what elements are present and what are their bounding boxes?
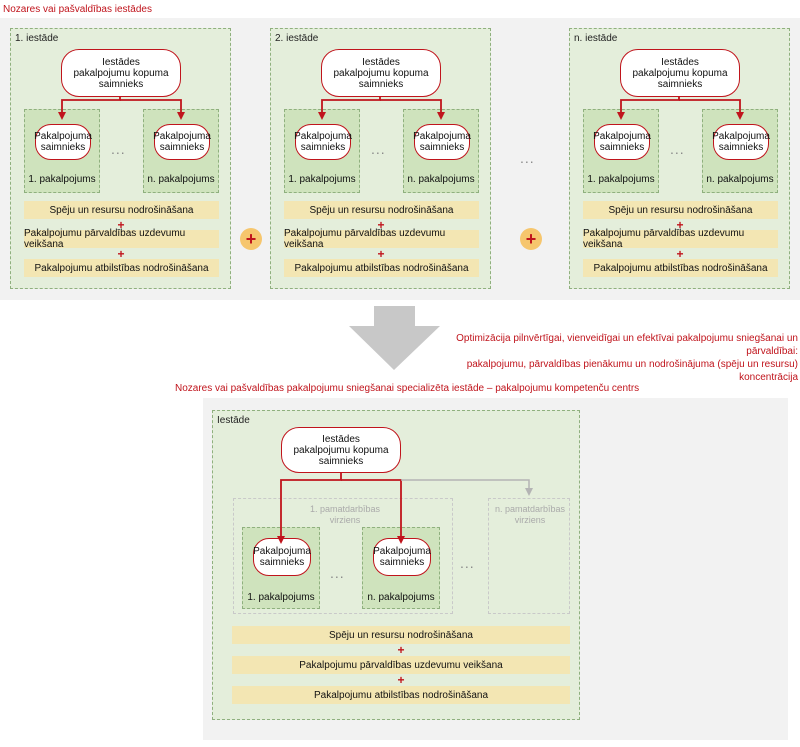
institution-label: 1. iestāde	[15, 33, 59, 44]
service-label: n. pakalpojums	[147, 174, 215, 185]
ellipsis: ...	[111, 141, 126, 157]
service-label: n. pakalpojums	[706, 174, 774, 185]
service-owner-oval: Pakalpojuma saimnieks	[253, 538, 311, 576]
direction-label-n: n. pamatdarbības virziens	[494, 504, 566, 525]
bar-management: Pakalpojumu pārvaldības uzdevumu veikšan…	[583, 228, 778, 250]
direction-box-1	[233, 498, 453, 614]
plus-sign: +	[676, 247, 684, 261]
bar-compliance: Pakalpojumu atbilstības nodrošināšana	[284, 259, 479, 277]
service-label: n. pakalpojums	[367, 592, 435, 603]
institution-n-arrows	[617, 96, 744, 120]
plus-circle: +	[520, 228, 542, 250]
plus-sign: +	[377, 247, 385, 261]
institution-label: n. iestāde	[574, 33, 618, 44]
direction-box-n	[488, 498, 570, 614]
institution-owner-oval: Iestādes pakalpojumu kopuma saimnieks	[61, 49, 181, 97]
optimization-line-1: Optimizācija pilnvērtīgai, vienveidīgai …	[456, 333, 798, 357]
bar-compliance: Pakalpojumu atbilstības nodrošināšana	[583, 259, 778, 277]
bar-capability: Spēju un resursu nodrošināšana	[24, 201, 219, 219]
bar-management: Pakalpojumu pārvaldības uzdevumu veikšan…	[232, 656, 570, 674]
service-box-1: Pakalpojuma saimnieks 1. pakalpojums	[284, 109, 360, 193]
optimization-line-2: pakalpojumu, pārvaldības pienākumu un no…	[466, 359, 798, 383]
service-owner-oval: Pakalpojuma saimnieks	[153, 124, 211, 160]
institution-1-arrows	[58, 96, 185, 120]
ellipsis: ...	[330, 565, 345, 581]
institution-owner-oval: Iestādes pakalpojumu kopuma saimnieks	[620, 49, 740, 97]
service-owner-oval: Pakalpojuma saimnieks	[712, 124, 770, 160]
service-label: 1. pakalpojums	[288, 174, 356, 185]
service-label: 1. pakalpojums	[247, 592, 315, 603]
plus-sign: +	[397, 673, 405, 687]
service-label: 1. pakalpojums	[587, 174, 655, 185]
institution-2: 2. iestāde Iestādes pakalpojumu kopuma s…	[270, 28, 491, 289]
ellipsis: ...	[670, 141, 685, 157]
institution-owner-oval: Iestādes pakalpojumu kopuma saimnieks	[281, 427, 401, 473]
service-box-1: Pakalpojuma saimnieks 1. pakalpojums	[24, 109, 100, 193]
service-owner-oval: Pakalpojuma saimnieks	[593, 124, 651, 160]
ellipsis: ...	[371, 141, 386, 157]
institution-2-arrows	[318, 96, 445, 120]
institution-label: Iestāde	[217, 415, 250, 426]
bar-compliance: Pakalpojumu atbilstības nodrošināšana	[232, 686, 570, 704]
service-box-n: Pakalpojuma saimnieks n. pakalpojums	[403, 109, 479, 193]
institution-owner-oval: Iestādes pakalpojumu kopuma saimnieks	[321, 49, 441, 97]
service-box-n: Pakalpojuma saimnieks n. pakalpojums	[143, 109, 219, 193]
bar-management: Pakalpojumu pārvaldības uzdevumu veikšan…	[284, 228, 479, 250]
transition-arrow	[349, 306, 440, 370]
institutions-ellipsis: ...	[520, 150, 535, 166]
service-label: n. pakalpojums	[407, 174, 475, 185]
direction-label-1: 1. pamatdarbības virziens	[309, 504, 381, 525]
institution-n: n. iestāde Iestādes pakalpojumu kopuma s…	[569, 28, 790, 289]
plus-circle: +	[240, 228, 262, 250]
service-owner-oval: Pakalpojuma saimnieks	[373, 538, 431, 576]
service-owner-oval: Pakalpojuma saimnieks	[34, 124, 92, 160]
service-box-1: Pakalpojuma saimnieks 1. pakalpojums	[583, 109, 659, 193]
service-label: 1. pakalpojums	[28, 174, 96, 185]
service-box-n: Pakalpojuma saimnieks n. pakalpojums	[362, 527, 440, 609]
bottom-title: Nozares vai pašvaldības pakalpojumu snie…	[175, 383, 640, 394]
plus-sign: +	[117, 247, 125, 261]
institution-1: 1. iestāde Iestādes pakalpojumu kopuma s…	[10, 28, 231, 289]
service-box-n: Pakalpojuma saimnieks n. pakalpojums	[702, 109, 778, 193]
bar-management: Pakalpojumu pārvaldības uzdevumu veikšan…	[24, 228, 219, 250]
top-title: Nozares vai pašvaldības iestādes	[3, 4, 152, 15]
service-box-1: Pakalpojuma saimnieks 1. pakalpojums	[242, 527, 320, 609]
plus-sign: +	[117, 218, 125, 232]
bar-capability: Spēju un resursu nodrošināšana	[583, 201, 778, 219]
plus-sign: +	[397, 643, 405, 657]
bar-capability: Spēju un resursu nodrošināšana	[232, 626, 570, 644]
bottom-arrows	[277, 472, 533, 544]
plus-sign: +	[377, 218, 385, 232]
optimization-note: Optimizācija pilnvērtīgai, vienveidīgai …	[410, 332, 798, 384]
directions-ellipsis: ...	[460, 555, 475, 571]
service-owner-oval: Pakalpojuma saimnieks	[413, 124, 471, 160]
plus-sign: +	[676, 218, 684, 232]
service-owner-oval: Pakalpojuma saimnieks	[294, 124, 352, 160]
bar-capability: Spēju un resursu nodrošināšana	[284, 201, 479, 219]
institution-label: 2. iestāde	[275, 33, 319, 44]
bar-compliance: Pakalpojumu atbilstības nodrošināšana	[24, 259, 219, 277]
